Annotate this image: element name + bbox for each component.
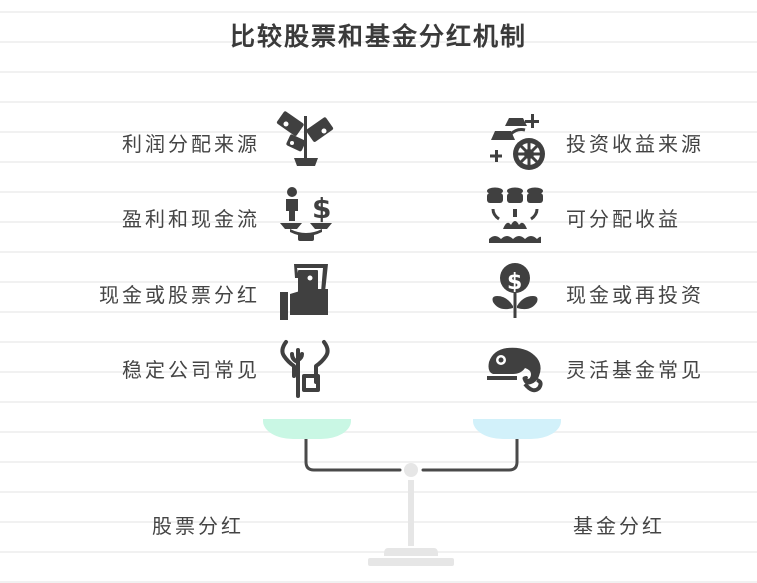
right-item-1-label: 投资收益来源	[566, 132, 704, 156]
hand-receiving-cash-icon	[276, 262, 336, 322]
right-item-3-label: 现金或再投资	[566, 283, 704, 307]
gold-bars-wheel-icon	[485, 110, 545, 170]
chameleon-icon	[485, 338, 545, 398]
stock-dividend-label: 股票分红	[152, 514, 244, 538]
left-item-3-label: 现金或股票分红	[99, 283, 260, 307]
left-item-2-label: 盈利和现金流	[122, 207, 260, 231]
growing-plant-arms-icon	[276, 338, 336, 398]
right-item-2-label: 可分配收益	[566, 207, 681, 231]
dollar-flower-icon: $	[485, 262, 545, 322]
left-item-4-label: 稳定公司常见	[122, 358, 260, 382]
money-tree-icon	[276, 110, 336, 170]
left-scale-pan	[263, 419, 351, 439]
page-title: 比较股票和基金分红机制	[229, 22, 527, 51]
person-dollar-scale-icon: $	[276, 185, 336, 245]
svg-text:$: $	[312, 192, 331, 225]
fund-dividend-label: 基金分红	[573, 514, 665, 538]
right-scale-pan	[473, 419, 561, 439]
coin-stacks-flow-icon	[485, 185, 545, 245]
svg-text:$: $	[507, 270, 522, 295]
right-item-4-label: 灵活基金常见	[566, 358, 704, 382]
left-item-1-label: 利润分配来源	[122, 132, 260, 156]
